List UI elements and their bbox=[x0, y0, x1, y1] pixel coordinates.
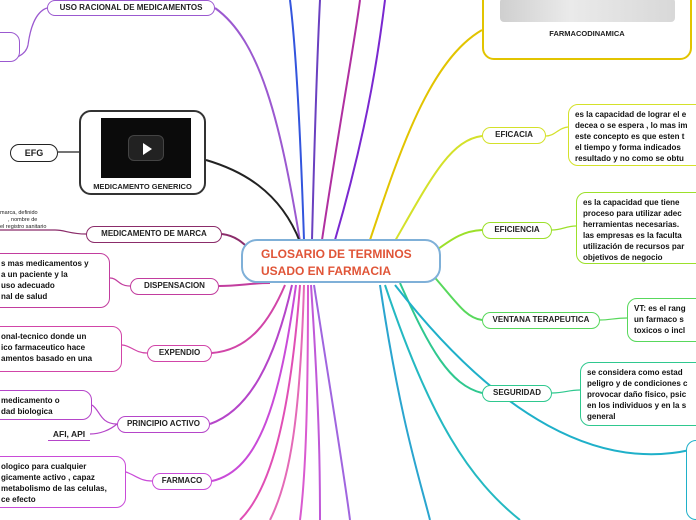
node-uso-racional[interactable]: USO RACIONAL DE MEDICAMENTOS bbox=[47, 0, 215, 16]
desc-seguridad: se considera como estad peligro y de con… bbox=[580, 362, 696, 426]
branch-bottom-right-2 bbox=[394, 284, 691, 456]
branch-expendio bbox=[211, 284, 286, 354]
media-generico[interactable]: MEDICAMENTO GENERICO bbox=[79, 110, 206, 195]
node-seguridad[interactable]: SEGURIDAD bbox=[482, 385, 552, 402]
branch-dispensacion-tail bbox=[109, 277, 131, 287]
branch-dispensacion bbox=[218, 282, 271, 287]
central-topic[interactable]: GLOSARIO DE TERMINOS USADO EN FARMACIA bbox=[241, 239, 441, 283]
node-med-marca[interactable]: MEDICAMENTO DE MARCA bbox=[86, 226, 222, 243]
branch-afi bbox=[48, 423, 118, 435]
note-med-marca: marca, definido , nombre de el registro … bbox=[0, 210, 47, 230]
node-dispensacion[interactable]: DISPENSACION bbox=[130, 278, 219, 295]
branch-marca-tail bbox=[0, 229, 87, 235]
caption-generico: MEDICAMENTO GENERICO bbox=[93, 182, 192, 191]
branch-bottom-right-1 bbox=[384, 284, 521, 520]
desc-farmaco: ologico para cualquier gicamente activo … bbox=[0, 456, 126, 508]
branch-eficacia bbox=[394, 135, 483, 242]
node-efg[interactable]: EFG bbox=[10, 144, 58, 162]
node-farmaco[interactable]: FARMACO bbox=[152, 473, 212, 490]
desc-dispensacion: s mas medicamentos y a un paciente y la … bbox=[0, 253, 110, 308]
branch-generico bbox=[205, 159, 301, 243]
desc-ventana: VT: es el rang un farmaco s toxicos o in… bbox=[627, 298, 696, 342]
node-afi-api[interactable]: AFI, API bbox=[48, 427, 90, 441]
branch-bottom-right-3 bbox=[379, 284, 431, 520]
branch-bottom-4 bbox=[310, 284, 321, 520]
branch-farmaco-tail bbox=[125, 471, 153, 482]
node-expendio[interactable]: EXPENDIO bbox=[147, 345, 212, 362]
node-principio-activo[interactable]: PRINCIPIO ACTIVO bbox=[117, 416, 210, 433]
branch-bottom-3 bbox=[299, 284, 309, 520]
desc-eficiencia: es la capacidad que tiene proceso para u… bbox=[576, 192, 696, 264]
branch-ventana-tail bbox=[599, 317, 628, 321]
branch-expendio-tail bbox=[121, 344, 148, 354]
branch-eficiencia-tail bbox=[551, 225, 577, 231]
node-ventana-terapeutica[interactable]: VENTANA TERAPEUTICA bbox=[482, 312, 600, 329]
node-eficacia[interactable]: EFICACIA bbox=[482, 127, 546, 144]
branch-farmaco bbox=[211, 284, 297, 482]
node-eficiencia[interactable]: EFICIENCIA bbox=[482, 222, 552, 239]
branch-bottom-1 bbox=[239, 284, 301, 520]
central-title-line2: USADO EN FARMACIA bbox=[261, 264, 392, 278]
desc-expendio: onal-tecnico donde un ico farmaceutico h… bbox=[0, 326, 122, 372]
branch-farmacodinamica bbox=[369, 29, 483, 241]
branch-principio bbox=[209, 284, 293, 425]
branch-top-2 bbox=[311, 0, 321, 241]
branch-seguridad-tail bbox=[551, 389, 581, 394]
play-icon[interactable] bbox=[128, 135, 164, 161]
video-frame bbox=[101, 118, 191, 178]
branch-uso-racional bbox=[214, 7, 301, 242]
pill-image bbox=[500, 0, 675, 22]
node-top-fragment[interactable]: s bbox=[0, 32, 20, 62]
branch-bottom-2 bbox=[269, 284, 305, 520]
branch-top-1 bbox=[289, 0, 305, 241]
branch-principio-tail bbox=[91, 404, 118, 425]
branch-ventana bbox=[429, 271, 483, 321]
node-bottom-right-partial[interactable] bbox=[686, 440, 696, 520]
desc-principio: medicamento o dad biologica bbox=[0, 390, 92, 420]
media-farmacodinamica[interactable]: FARMACODINAMICA bbox=[482, 0, 692, 60]
branch-top-4 bbox=[334, 0, 386, 241]
branch-top-3 bbox=[321, 0, 361, 241]
caption-farmacodinamica: FARMACODINAMICA bbox=[549, 29, 625, 38]
branch-eficacia-tail bbox=[545, 126, 569, 137]
central-title-line1: GLOSARIO DE TERMINOS bbox=[261, 247, 412, 261]
branch-bottom-5 bbox=[313, 284, 351, 520]
desc-eficacia: es la capacidad de lograr el e decea o s… bbox=[568, 104, 696, 166]
